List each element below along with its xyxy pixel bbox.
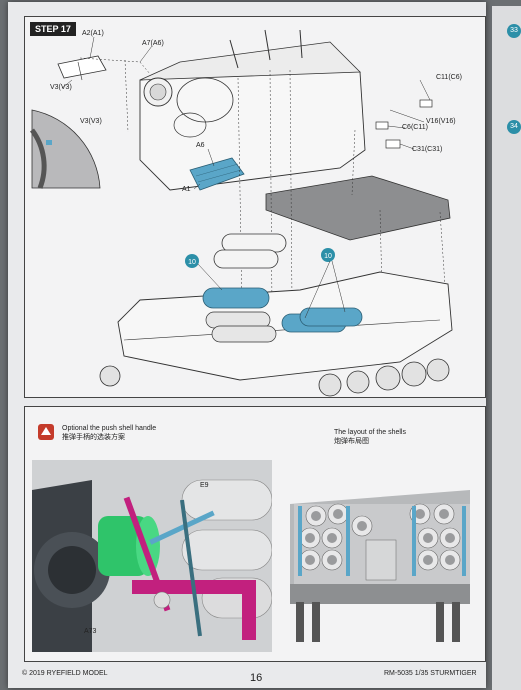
- label-a6: A6: [196, 142, 205, 149]
- layout-title-en: The layout of the shells: [334, 429, 406, 436]
- layout-title-cn: 炮弹布局图: [334, 438, 369, 445]
- callout-10-left-circle: [185, 254, 199, 268]
- callout-10-left-num: 10: [188, 259, 196, 266]
- detail-inset: [31, 109, 101, 189]
- shell-rack-white: [213, 233, 287, 269]
- label-v16: V16(V16): [426, 118, 456, 125]
- page-number: 16: [250, 672, 263, 684]
- label-v3-top: V3(V3): [50, 84, 72, 91]
- step-badge-34: 34: [507, 120, 521, 134]
- note-title-cn: 推弹手柄的选装方案: [62, 434, 125, 441]
- label-c31: C31(C31): [412, 146, 443, 153]
- label-a2: A2(A1): [82, 30, 104, 37]
- shell-layout-render: [286, 484, 474, 648]
- label-e9: E9: [200, 482, 209, 489]
- label-v3-detail: V3(V3): [80, 118, 102, 125]
- label-c6: C6(C11): [402, 124, 428, 131]
- warning-icon: [38, 424, 54, 440]
- rear-deck-drawing: [265, 175, 451, 241]
- callout-10-right-circle: [321, 248, 335, 262]
- footer-copyright: © 2019 RYEFIELD MODEL: [22, 670, 108, 677]
- road-wheels: [99, 358, 450, 397]
- next-page-edge: 33 34: [492, 6, 521, 690]
- push-handle-render: E9 A73: [32, 460, 272, 652]
- label-a1: A1: [182, 186, 191, 193]
- label-a7: A7(A6): [142, 40, 164, 47]
- step-badge-33: 33: [507, 24, 521, 38]
- callout-10-right-num: 10: [324, 253, 332, 260]
- label-c11: C11(C6): [436, 74, 462, 81]
- label-a73: A73: [84, 628, 97, 635]
- part-a2-drawing: [57, 55, 107, 79]
- note-title-en: Optional the push shell handle: [62, 425, 157, 432]
- shell-rack-blue: [202, 287, 363, 333]
- step-label: STEP 17: [30, 22, 76, 36]
- footer-product: RM-5035 1/35 STURMTIGER: [384, 670, 477, 677]
